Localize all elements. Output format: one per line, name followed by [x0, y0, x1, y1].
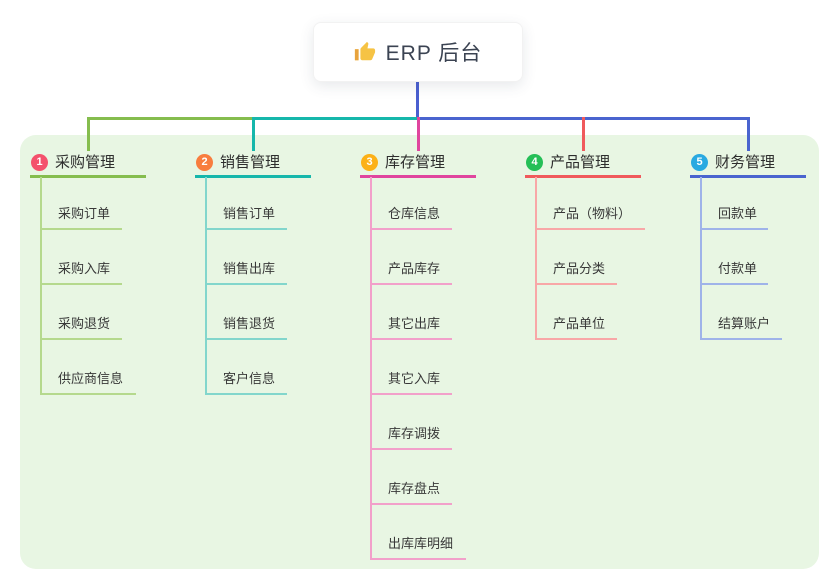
branch-number-badge: 1: [31, 154, 48, 171]
child-node-label[interactable]: 供应商信息: [58, 371, 124, 386]
child-underline: [700, 338, 782, 340]
branch-underline: [30, 175, 146, 178]
child-node-label[interactable]: 销售出库: [223, 261, 276, 276]
connector-segment-1: [87, 117, 254, 120]
child-node-label[interactable]: 库存盘点: [388, 481, 441, 496]
child-underline: [40, 393, 136, 395]
branch-title[interactable]: 采购管理: [55, 154, 116, 171]
child-underline: [370, 393, 452, 395]
branch-title[interactable]: 财务管理: [715, 154, 776, 171]
child-node-label[interactable]: 采购退货: [58, 316, 111, 331]
root-node-label: ERP 后台: [385, 42, 483, 65]
branch-number-badge: 4: [526, 154, 543, 171]
branch-number-badge: 3: [361, 154, 378, 171]
child-underline: [535, 228, 645, 230]
child-underline: [40, 228, 122, 230]
root-connector-line: [416, 82, 419, 117]
branch-underline: [195, 175, 311, 178]
child-node-label[interactable]: 销售退货: [223, 316, 276, 331]
branch-connector-line-1: [87, 117, 90, 151]
child-node-label[interactable]: 出库库明细: [388, 536, 454, 551]
child-underline: [370, 448, 452, 450]
branch-trunk-line: [370, 177, 372, 560]
child-node-label[interactable]: 其它出库: [388, 316, 441, 331]
child-underline: [370, 558, 466, 560]
child-node-label[interactable]: 库存调拨: [388, 426, 441, 441]
branch-trunk-line: [700, 177, 702, 340]
child-underline: [700, 283, 768, 285]
child-node-label[interactable]: 回款单: [718, 206, 758, 221]
branch-title[interactable]: 销售管理: [220, 154, 281, 171]
child-node-label[interactable]: 产品（物料）: [553, 206, 632, 221]
connector-segment-2: [252, 117, 419, 120]
child-underline: [370, 503, 452, 505]
branch-underline: [360, 175, 476, 178]
child-underline: [370, 283, 452, 285]
branch-trunk-line: [535, 177, 537, 340]
child-underline: [205, 393, 287, 395]
child-node-label[interactable]: 产品库存: [388, 261, 441, 276]
child-node-label[interactable]: 采购订单: [58, 206, 111, 221]
child-underline: [205, 228, 287, 230]
child-underline: [700, 228, 768, 230]
child-node-label[interactable]: 仓库信息: [388, 206, 441, 221]
child-underline: [205, 338, 287, 340]
child-underline: [205, 283, 287, 285]
child-node-label[interactable]: 付款单: [718, 261, 758, 276]
root-node[interactable]: ERP 后台: [313, 22, 523, 82]
child-node-label[interactable]: 产品单位: [553, 316, 606, 331]
branch-connector-line-4: [582, 117, 585, 151]
child-underline: [40, 283, 122, 285]
child-node-label[interactable]: 销售订单: [223, 206, 276, 221]
child-node-label[interactable]: 结算账户: [718, 316, 771, 331]
child-underline: [370, 228, 452, 230]
child-underline: [370, 338, 452, 340]
branch-connector-line-2: [252, 117, 255, 151]
branch-title[interactable]: 库存管理: [385, 154, 446, 171]
child-node-label[interactable]: 产品分类: [553, 261, 606, 276]
branch-trunk-line: [205, 177, 207, 395]
child-node-label[interactable]: 采购入库: [58, 261, 111, 276]
branch-connector-line-5: [747, 117, 750, 151]
child-node-label[interactable]: 客户信息: [223, 371, 276, 386]
branch-connector-line-3: [417, 117, 420, 151]
branch-underline: [525, 175, 641, 178]
thumbs-up-icon: [354, 41, 375, 61]
child-underline: [535, 338, 617, 340]
branches-panel: [20, 135, 819, 569]
branch-title[interactable]: 产品管理: [550, 154, 611, 171]
child-node-label[interactable]: 其它入库: [388, 371, 441, 386]
child-underline: [535, 283, 617, 285]
branch-number-badge: 5: [691, 154, 708, 171]
branch-trunk-line: [40, 177, 42, 395]
branch-number-badge: 2: [196, 154, 213, 171]
branch-underline: [690, 175, 806, 178]
child-underline: [40, 338, 122, 340]
